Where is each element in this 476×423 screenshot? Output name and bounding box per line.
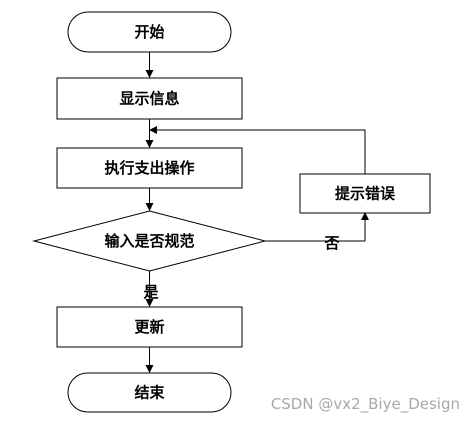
start-label: 开始 <box>134 23 164 41</box>
yes-label: 是 <box>142 283 159 301</box>
decision-node: 输入是否规范 <box>32 210 267 272</box>
show-error-node: 提示错误 <box>299 173 431 214</box>
start-node: 开始 <box>67 11 232 53</box>
update-node: 更新 <box>56 306 243 348</box>
watermark-text: CSDN @vx2_Biye_Design <box>271 395 460 414</box>
edge-decision-no <box>265 212 369 242</box>
end-node: 结束 <box>67 372 232 413</box>
show-error-label: 提示错误 <box>335 185 396 203</box>
decision-label: 输入是否规范 <box>104 232 194 250</box>
execute-expense-node: 执行支出操作 <box>56 147 243 189</box>
edge-error-loop-back <box>149 126 366 174</box>
no-label: 否 <box>323 234 339 252</box>
end-label: 结束 <box>134 384 165 402</box>
display-info-label: 显示信息 <box>119 90 179 108</box>
display-info-node: 显示信息 <box>56 77 243 120</box>
execute-expense-label: 执行支出操作 <box>104 159 194 177</box>
update-label: 更新 <box>134 318 164 336</box>
